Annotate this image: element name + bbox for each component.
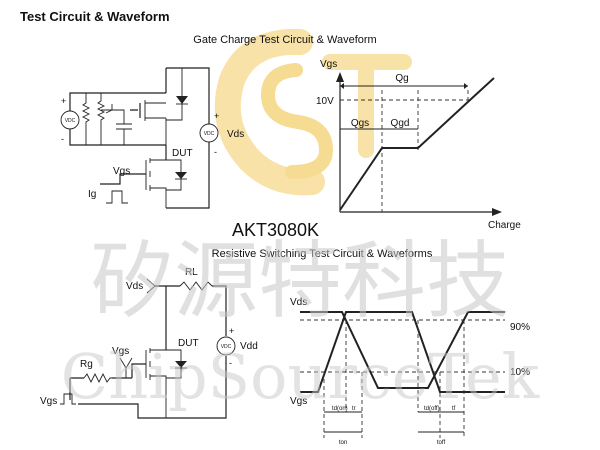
sw-wave-vgs: Vgs [290, 396, 307, 407]
switching-circuit: Vds RL VDC + - Vdd DUT Vgs Rg Vgs [40, 267, 258, 419]
gc-vds-label: Vds [227, 129, 244, 140]
supply-plus: + [214, 111, 219, 121]
gc-axis-vgs: Vgs [320, 59, 337, 70]
sw-tr: tr [352, 406, 356, 412]
sw-td-off: td(off) [424, 406, 440, 412]
vdd-source-label: VDC [221, 344, 232, 350]
vdc-plus: + [61, 96, 66, 106]
gate-charge-waveform: Vgs Charge 10V Qg Qgs Qgd [316, 59, 521, 231]
sw-input-vgs: Vgs [40, 396, 57, 407]
sw-vds-label: Vds [126, 281, 143, 292]
gc-qgs-label: Qgs [351, 118, 369, 129]
sw-tf: tf [452, 406, 456, 412]
gc-dut-label: DUT [172, 148, 193, 159]
vdd-source-symbol [216, 336, 236, 356]
watermark-logo [214, 28, 412, 196]
sw-vgs-label: Vgs [112, 346, 129, 357]
gc-qg-label: Qg [395, 73, 408, 84]
watermark-english: ChipSourceTek [61, 340, 540, 413]
gc-axis-charge: Charge [488, 220, 521, 231]
vdc-supply-label: VDC [204, 131, 215, 137]
sw-level-10: 10% [510, 367, 530, 378]
gate-charge-circuit: VDC + - VDC + - Vds DUT Vgs Ig [60, 67, 244, 209]
sw-vdd-label: Vdd [240, 341, 258, 352]
sw-dut-label: DUT [178, 338, 199, 349]
vdc-supply-symbol [199, 123, 219, 143]
vdd-minus: - [229, 358, 232, 368]
switching-title: Resistive Switching Test Circuit & Wavef… [212, 248, 433, 260]
gc-ig-label: Ig [88, 189, 96, 200]
part-number: AKT3080K [232, 220, 319, 240]
vdd-plus: + [229, 326, 234, 336]
sw-level-90: 90% [510, 322, 530, 333]
vdc-minus: - [61, 134, 64, 144]
watermark-chinese: 矽源特科技 [90, 232, 510, 330]
sw-wave-vds: Vds [290, 297, 307, 308]
sw-rg-label: Rg [80, 359, 93, 370]
gate-charge-title: Gate Charge Test Circuit & Waveform [193, 34, 376, 46]
switching-waveform: Vds Vgs 90% 10% td(on) tr td(off) tf ton… [290, 297, 530, 446]
sw-rl-label: RL [185, 267, 198, 278]
vdc-source-label: VDC [65, 118, 76, 124]
supply-minus: - [214, 147, 217, 157]
sw-t-off: toff [437, 440, 446, 446]
sw-td-on: td(on) [332, 406, 348, 412]
gc-qgd-label: Qgd [391, 118, 410, 129]
gc-vgs-label: Vgs [113, 166, 130, 177]
page-heading: Test Circuit & Waveform [20, 9, 170, 24]
gc-level-10v: 10V [316, 96, 334, 107]
sw-t-on: ton [339, 440, 347, 446]
